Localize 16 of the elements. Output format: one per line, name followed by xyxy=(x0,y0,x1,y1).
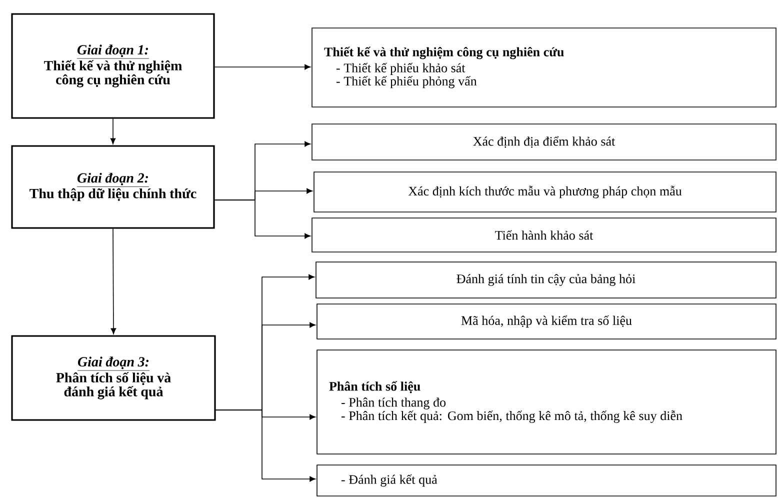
arrow xyxy=(110,228,116,334)
stage-box: Giai đoạn 1: Thiết kế và thử nghiệm công cụ nghiên cứu xyxy=(11,13,215,119)
step-box: - Đánh giá kết quả xyxy=(316,464,776,496)
arrow xyxy=(214,200,311,239)
step-box: Mã hóa, nhập và kiểm tra số liệu xyxy=(316,304,776,340)
step-box: Phân tích số liệu - Phân tích thang đo - Phân tích kết quả: Gom biến, thống kê mô tả, thống kê suy diễn xyxy=(316,350,776,454)
step-box: Đánh giá tính tin cậy của bảng hỏi xyxy=(316,262,776,298)
arrow xyxy=(110,118,116,144)
step-box: Thiết kế và thử nghiệm công cụ nghiên cứu - Thiết kế phiếu khảo sát - Thiết kế phiếu phỏng vấn xyxy=(312,28,776,108)
arrow xyxy=(214,64,311,70)
stage-box: Giai đoạn 2: Thu thập dữ liệu chính thức xyxy=(11,145,215,229)
step-box: Xác định địa điểm khảo sát xyxy=(312,124,776,160)
step-box: Xác định kích thước mẫu và phương pháp chọn mẫu xyxy=(314,172,776,212)
stage-box: Giai đoạn 3: Phân tích số liệu và đánh giá kết quả xyxy=(11,335,216,421)
step-box: Tiến hành khảo sát xyxy=(312,218,776,252)
arrow xyxy=(215,410,316,482)
